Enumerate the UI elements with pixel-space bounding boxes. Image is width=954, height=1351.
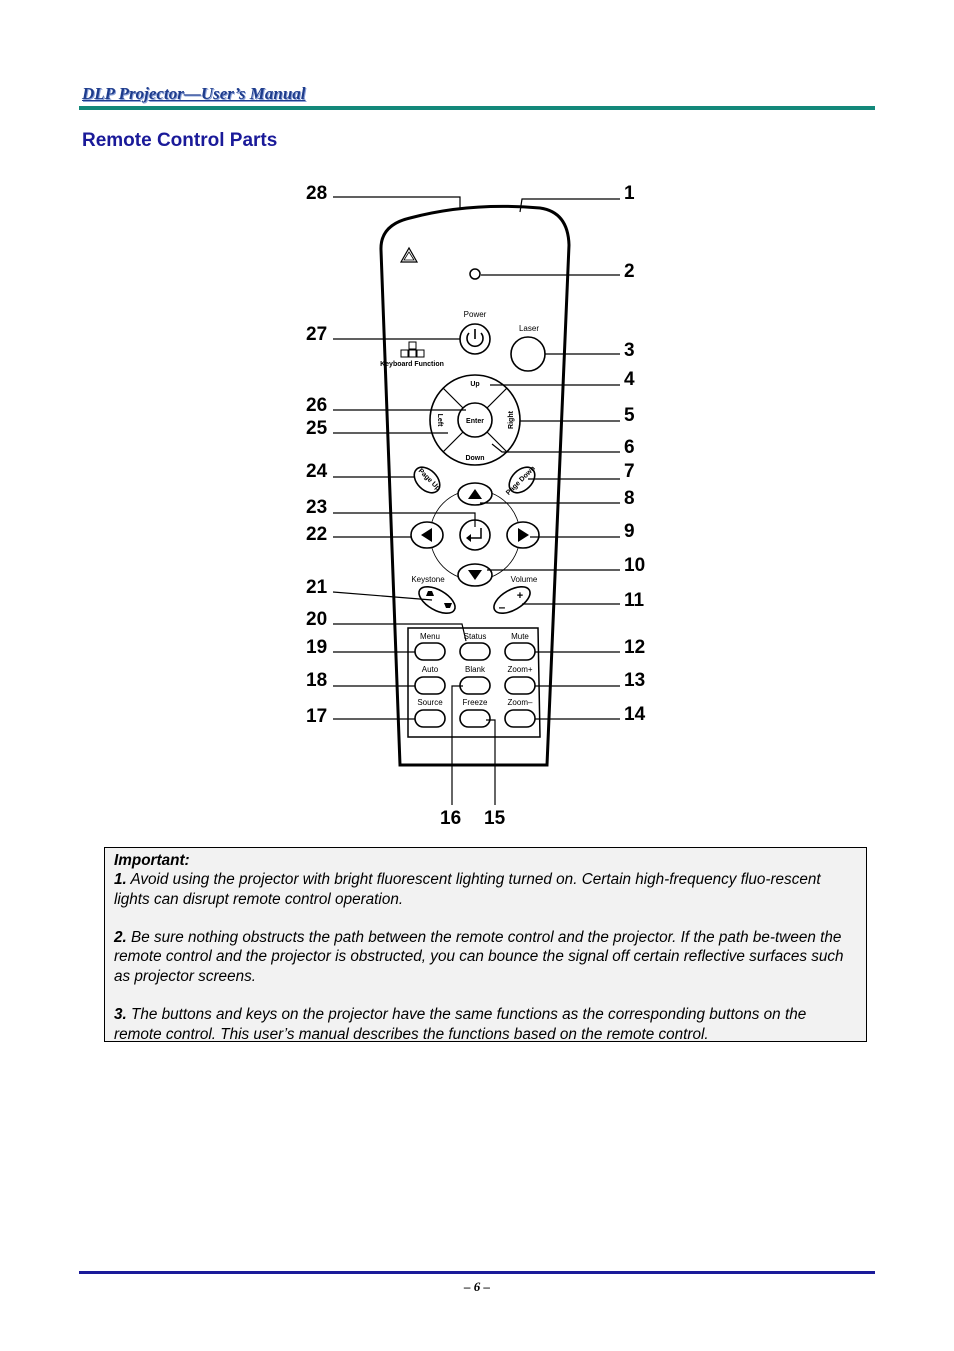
- note-heading: Important:: [114, 852, 190, 869]
- blank-button: [459, 676, 491, 695]
- laser-label: Laser: [519, 324, 539, 333]
- freeze-button: [459, 709, 491, 728]
- callout-9: 9: [624, 521, 635, 542]
- zoom-minus-label: Zoom–: [508, 698, 533, 707]
- note-item-2: 2. Be sure nothing obstructs the path be…: [114, 929, 844, 985]
- callout-24: 24: [306, 461, 328, 482]
- auto-label: Auto: [422, 665, 439, 674]
- left-label: Left: [436, 414, 443, 428]
- callout-21: 21: [306, 577, 328, 598]
- cursor-down-button: [457, 563, 493, 587]
- callout-27: 27: [306, 324, 327, 345]
- manual-title: DLP Projector—User’s Manual: [82, 84, 306, 103]
- callout-5: 5: [624, 405, 635, 426]
- cursor-right-button: [506, 521, 540, 549]
- volume-label: Volume: [511, 575, 538, 584]
- cursor-up-button: [457, 482, 493, 506]
- callout-15: 15: [484, 808, 506, 829]
- note-item-3: 3. The buttons and keys on the projector…: [114, 1006, 807, 1043]
- page-number: – 6 –: [464, 1279, 490, 1294]
- callout-4: 4: [624, 369, 635, 390]
- direction-pad: [429, 374, 521, 466]
- callout-12: 12: [624, 637, 645, 658]
- callout-7: 7: [624, 461, 635, 482]
- mute-button: [504, 642, 536, 661]
- svg-text:–: –: [499, 600, 506, 614]
- callout-11: 11: [624, 590, 645, 611]
- callout-17: 17: [306, 706, 327, 727]
- keyboard-function-label: Keyboard Function: [380, 361, 444, 368]
- up-label: Up: [470, 381, 479, 388]
- callout-leader-lines: [332, 196, 620, 805]
- keystone-button: [418, 585, 456, 615]
- callout-28: 28: [306, 183, 327, 204]
- header-rule: [79, 106, 875, 110]
- callout-13: 13: [624, 670, 645, 691]
- power-label: Power: [464, 310, 487, 319]
- cursor-left-button: [410, 521, 444, 549]
- freeze-label: Freeze: [463, 698, 488, 707]
- callout-8: 8: [624, 488, 635, 509]
- callout-16: 16: [440, 808, 461, 829]
- power-button: [459, 323, 491, 355]
- callout-20: 20: [306, 609, 327, 630]
- page-up-button: Page Up: [413, 466, 441, 494]
- callout-18: 18: [306, 670, 327, 691]
- blank-label: Blank: [465, 665, 486, 674]
- auto-button: [414, 676, 446, 695]
- callout-19: 19: [306, 637, 327, 658]
- important-note-box: Important: 1. Avoid using the projector …: [104, 847, 867, 1043]
- svg-text:+: +: [517, 590, 523, 602]
- zoom-minus-button: [504, 709, 536, 728]
- button-panel: [407, 627, 541, 738]
- menu-button: [414, 642, 446, 661]
- callout-10: 10: [624, 555, 645, 576]
- zoom-plus-button: [504, 676, 536, 695]
- callout-23: 23: [306, 497, 327, 518]
- source-button: [414, 709, 446, 728]
- footer-rule: [79, 1271, 875, 1274]
- right-label: Right: [508, 410, 515, 429]
- laser-button: [510, 336, 546, 372]
- status-label: Status: [464, 632, 487, 641]
- enter-label: Enter: [466, 418, 484, 425]
- menu-label: Menu: [420, 632, 440, 641]
- callout-25: 25: [306, 418, 328, 439]
- callout-6: 6: [624, 437, 635, 458]
- callout-3: 3: [624, 340, 635, 361]
- zoom-plus-label: Zoom+: [507, 665, 532, 674]
- callout-26: 26: [306, 395, 327, 416]
- mute-label: Mute: [511, 632, 529, 641]
- down-label: Down: [465, 455, 484, 462]
- section-title: Remote Control Parts: [82, 130, 278, 151]
- callout-22: 22: [306, 524, 327, 545]
- keystone-label: Keystone: [411, 575, 445, 584]
- callout-1: 1: [624, 183, 635, 204]
- callout-14: 14: [624, 704, 646, 725]
- keyboard-function-icon: [400, 341, 425, 358]
- volume-button: + –: [493, 585, 531, 615]
- ir-led: [469, 268, 481, 280]
- callout-2: 2: [624, 261, 635, 282]
- status-button: [459, 642, 491, 661]
- laser-warning-icon: [399, 246, 419, 263]
- remote-control-diagram: Power Laser Keyboard Function Up Down Le…: [306, 183, 646, 829]
- source-label: Source: [417, 698, 443, 707]
- note-item-1: 1. Avoid using the projector with bright…: [114, 871, 821, 908]
